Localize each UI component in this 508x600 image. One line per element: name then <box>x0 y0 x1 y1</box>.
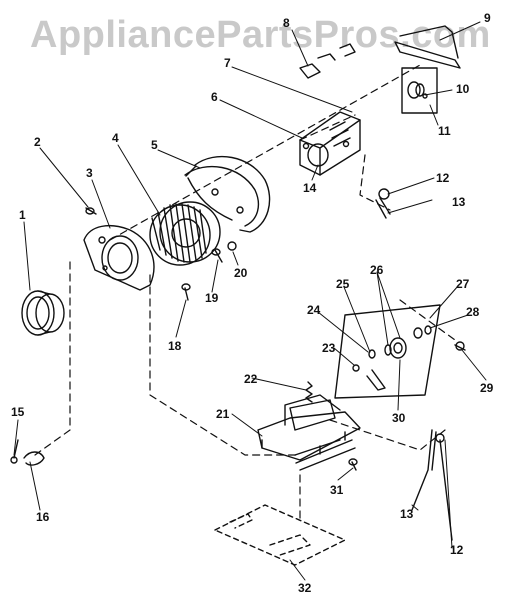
callout-23: 23 <box>322 341 336 355</box>
callout-15: 15 <box>11 405 25 419</box>
part-housing-plate-3 <box>83 224 155 291</box>
part-base-assembly-21 <box>257 394 361 471</box>
part-pulley-10 <box>401 67 438 114</box>
callout-13-upper: 13 <box>452 195 466 209</box>
callout-18: 18 <box>168 339 182 353</box>
callout-8: 8 <box>283 16 290 30</box>
callout-2: 2 <box>34 135 41 149</box>
callout-16: 16 <box>36 510 50 524</box>
callout-11: 11 <box>438 124 451 138</box>
callout-25: 25 <box>336 277 350 291</box>
callout-12-lower: 12 <box>450 543 464 557</box>
watermark: AppliancePartsPros.com <box>30 14 491 56</box>
part-hose-13-lower <box>411 429 453 541</box>
part-clip-16 <box>10 439 45 466</box>
part-fitting-12-upper <box>375 188 391 219</box>
part-screws-18-20 <box>181 241 237 301</box>
callout-14: 14 <box>303 181 317 195</box>
part-motor-6 <box>299 111 361 176</box>
callout-27: 27 <box>456 277 470 291</box>
part-spring-22 <box>305 381 313 403</box>
callout-31: 31 <box>330 483 344 497</box>
callout-29: 29 <box>480 381 494 395</box>
callout-6: 6 <box>211 90 218 104</box>
assembly-dashed-lines <box>34 64 456 521</box>
callout-10: 10 <box>456 82 470 96</box>
callout-13-lower: 13 <box>400 507 414 521</box>
callout-21: 21 <box>216 407 230 421</box>
callout-24: 24 <box>307 303 321 317</box>
callout-20: 20 <box>234 266 248 280</box>
part-belt-9 <box>394 25 461 69</box>
part-base-plate-32 <box>214 504 346 566</box>
part-screw-2 <box>85 207 97 215</box>
part-blower-housing-5 <box>184 155 271 233</box>
part-clips-8 <box>299 43 356 79</box>
callout-26: 26 <box>370 263 384 277</box>
callout-28: 28 <box>466 305 480 319</box>
part-screws-29-31 <box>348 341 466 471</box>
callout-3: 3 <box>86 166 93 180</box>
callout-22: 22 <box>244 372 258 386</box>
leader-lines <box>13 21 487 581</box>
part-ring-1 <box>21 290 65 336</box>
part-blower-wheel-4 <box>149 201 221 266</box>
callout-5: 5 <box>151 138 158 152</box>
callout-4: 4 <box>112 131 119 145</box>
callout-9: 9 <box>484 11 491 25</box>
callout-30: 30 <box>392 411 406 425</box>
callout-labels: 1 2 3 4 5 6 7 8 9 10 11 12 12 13 13 14 1… <box>11 11 494 595</box>
callout-32: 32 <box>298 581 312 595</box>
callout-19: 19 <box>205 291 219 305</box>
callout-7: 7 <box>224 56 231 70</box>
part-idler-box-27 <box>334 304 441 399</box>
callout-1: 1 <box>19 208 26 222</box>
callout-12-upper: 12 <box>436 171 450 185</box>
